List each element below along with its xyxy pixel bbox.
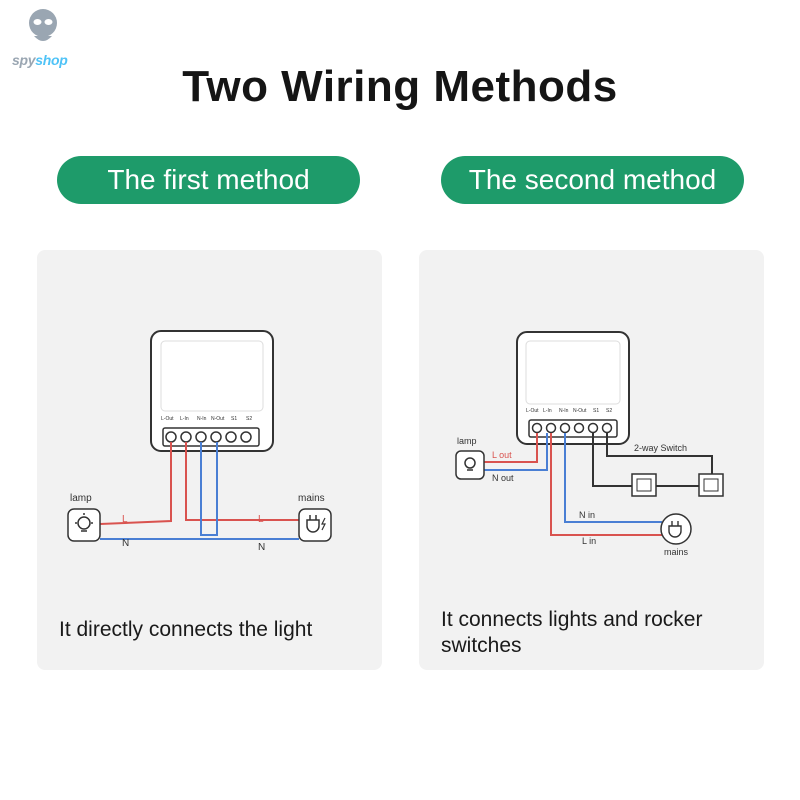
terminal-label: S2 bbox=[246, 416, 252, 422]
terminal-label: N-In bbox=[197, 416, 207, 422]
lamp-icon bbox=[455, 450, 485, 480]
mains-plug-icon bbox=[298, 508, 332, 542]
wire-n-label: N bbox=[258, 542, 265, 553]
smart-switch-device: L-Out L-In N-In N-Out S1 S2 bbox=[516, 331, 630, 445]
lamp-label: lamp bbox=[70, 493, 92, 504]
spy-mascot-icon bbox=[29, 9, 57, 41]
second-method-panel: L-Out L-In N-In N-Out S1 S2 2-way Switch bbox=[419, 250, 764, 670]
wire-n-label: N bbox=[122, 538, 129, 549]
n-in-label: N in bbox=[579, 510, 595, 520]
l-in-label: L in bbox=[582, 536, 596, 546]
second-method-diagram: L-Out L-In N-In N-Out S1 S2 2-way Switch bbox=[455, 331, 724, 557]
n-out-label: N out bbox=[492, 473, 514, 483]
terminal-label: N-Out bbox=[211, 416, 225, 422]
terminal-label: S1 bbox=[593, 408, 599, 414]
logo-text: spyshop bbox=[12, 52, 68, 68]
smart-switch-device: L-Out L-In N-In N-Out S1 S2 bbox=[150, 330, 274, 452]
first-method-panel: L-Out L-In N-In N-Out S1 S2 L L N N lamp bbox=[37, 250, 382, 670]
l-out-label: L out bbox=[492, 450, 512, 460]
two-way-switch-icon bbox=[631, 473, 724, 497]
mains-label: mains bbox=[664, 547, 689, 557]
terminal-label: L-Out bbox=[526, 408, 539, 414]
mains-plug-icon bbox=[660, 513, 692, 545]
lamp-label: lamp bbox=[457, 436, 477, 446]
lamp-icon bbox=[67, 508, 101, 542]
wiring bbox=[473, 433, 713, 536]
first-method-pill: The first method bbox=[57, 156, 360, 204]
terminal-label: S2 bbox=[606, 408, 612, 414]
terminal-label: L-Out bbox=[161, 416, 174, 422]
terminal-label: N-In bbox=[559, 408, 569, 414]
wiring bbox=[99, 442, 299, 540]
terminal-label: N-Out bbox=[573, 408, 587, 414]
wire-l-label: L bbox=[258, 514, 264, 525]
terminal-label: S1 bbox=[231, 416, 237, 422]
first-method-diagram: L-Out L-In N-In N-Out S1 S2 L L N N lamp bbox=[67, 330, 332, 553]
terminal-label: L-In bbox=[180, 416, 189, 422]
switch-label: 2-way Switch bbox=[634, 443, 687, 453]
logo: spyshop bbox=[8, 6, 78, 68]
mains-label: mains bbox=[298, 493, 325, 504]
second-method-pill: The second method bbox=[441, 156, 744, 204]
page-title: Two Wiring Methods bbox=[182, 62, 618, 111]
wire-l-label: L bbox=[122, 514, 128, 525]
second-method-caption: It connects lights and rocker switches bbox=[441, 608, 703, 657]
first-method-caption: It directly connects the light bbox=[59, 618, 313, 641]
terminal-label: L-In bbox=[543, 408, 552, 414]
